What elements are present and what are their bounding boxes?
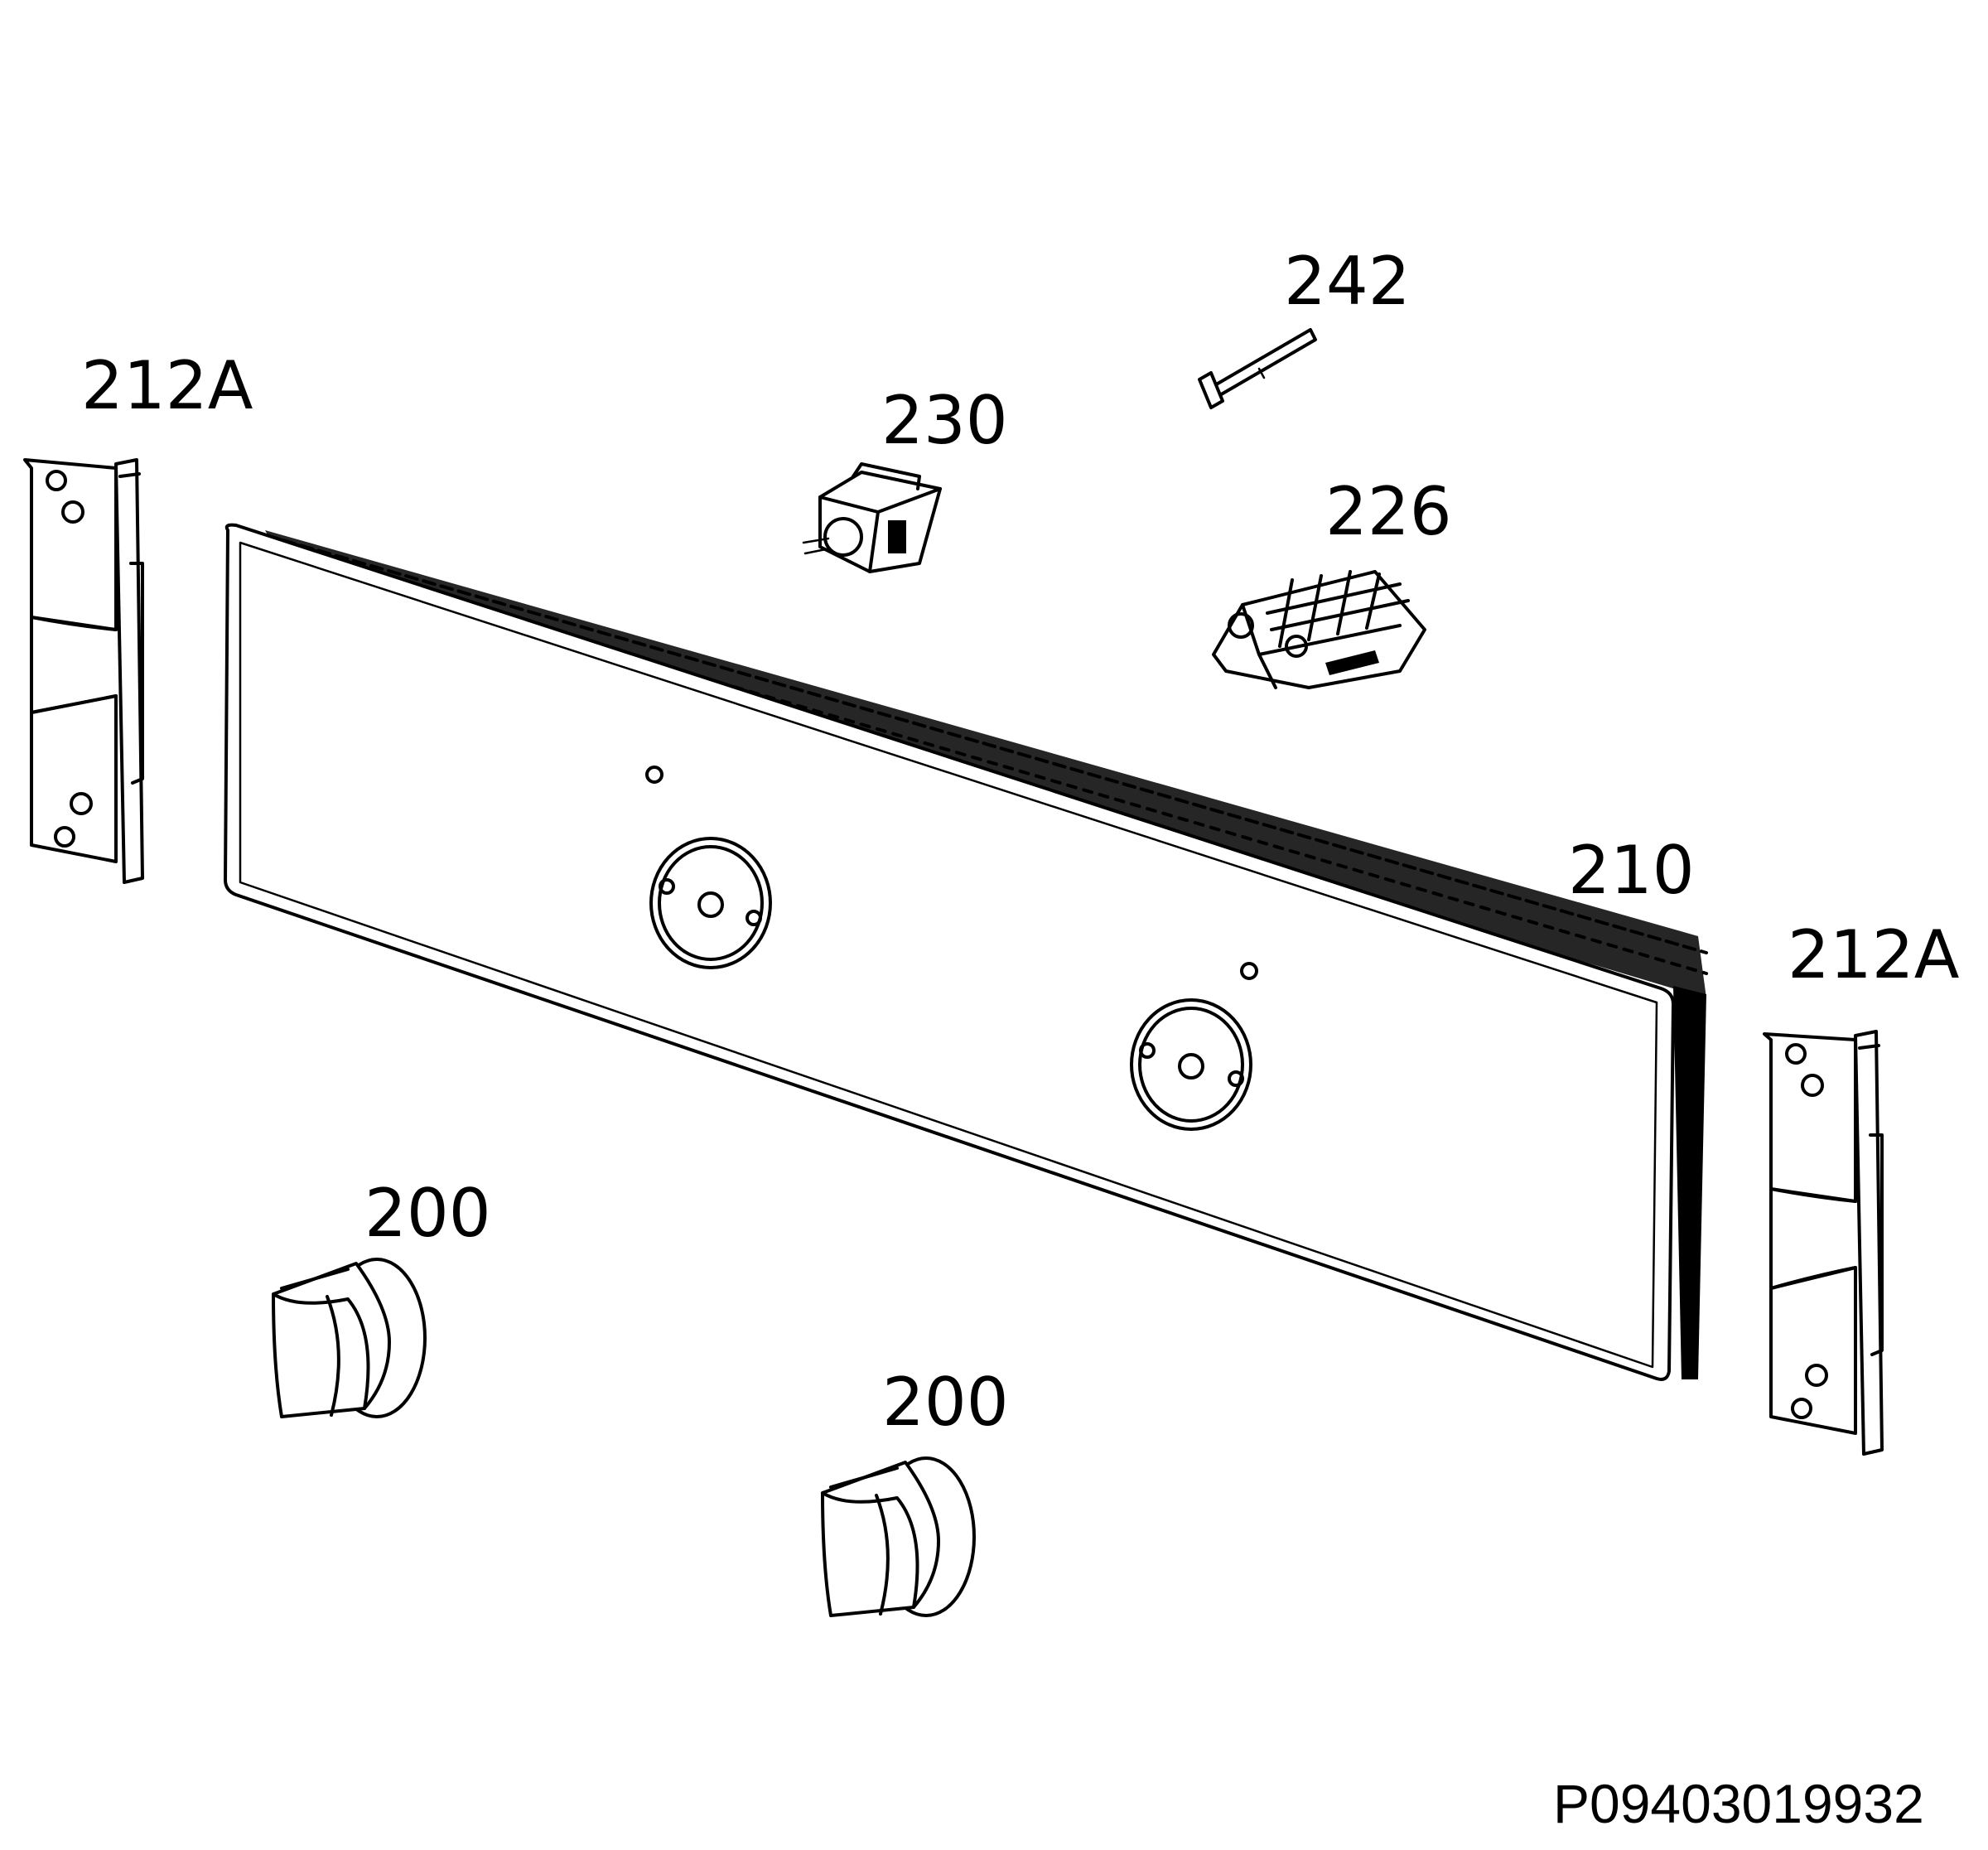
label-knob-left: 200 (364, 1175, 491, 1252)
label-bracket-right: 212A (1788, 916, 1960, 993)
knob-center (821, 1456, 976, 1617)
label-panel: 210 (1568, 832, 1695, 909)
label-screw: 242 (1284, 243, 1411, 320)
screw (1198, 328, 1317, 409)
knob-left (272, 1258, 427, 1418)
label-knob-center: 200 (882, 1364, 1009, 1441)
label-switch: 230 (881, 382, 1008, 459)
bracket-left (23, 458, 144, 884)
reference-code: P09403019932 (1553, 1773, 1924, 1834)
control-panel (224, 523, 1708, 1381)
label-bracket-left: 212A (81, 347, 253, 424)
label-connector: 226 (1325, 473, 1452, 550)
bracket-right (1763, 1030, 1884, 1456)
switch-component (802, 462, 942, 573)
connector-block (1212, 570, 1426, 689)
